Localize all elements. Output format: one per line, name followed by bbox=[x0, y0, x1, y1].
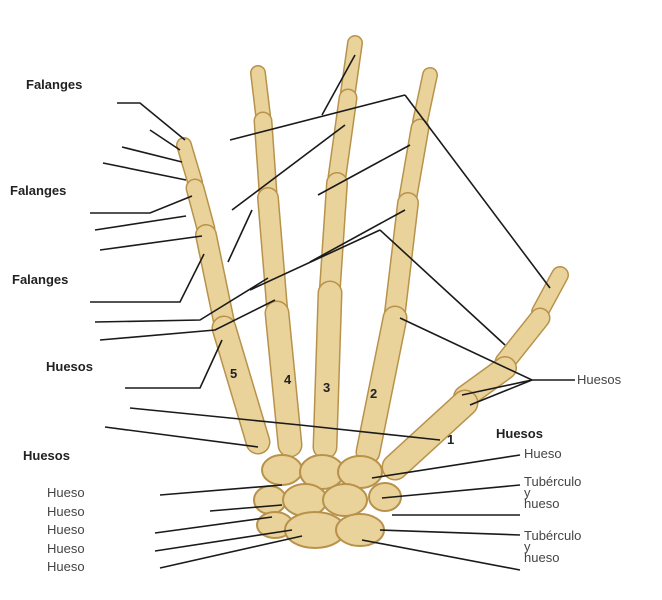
metacarpal-number-1: 1 bbox=[447, 432, 455, 447]
leader-line bbox=[121, 146, 183, 163]
leader-line bbox=[227, 209, 253, 263]
text-y: y bbox=[524, 485, 531, 500]
leader-line bbox=[404, 94, 551, 289]
middle-bone-segment bbox=[320, 173, 347, 297]
label-huesos-sesamoideos: Huesos bbox=[577, 372, 622, 387]
leader-line bbox=[371, 454, 521, 479]
leader-line bbox=[159, 535, 303, 569]
leader-line bbox=[469, 379, 533, 406]
leader-line bbox=[461, 379, 533, 396]
leader-line bbox=[125, 339, 223, 389]
label-hueso-5: Hueso bbox=[47, 559, 85, 574]
index-bone-segment bbox=[400, 120, 428, 205]
text-hueso: hueso bbox=[524, 550, 560, 565]
label-hueso-right: Hueso bbox=[524, 446, 562, 461]
index-bone-segment bbox=[413, 68, 437, 129]
little-bone-segment bbox=[177, 138, 202, 189]
text-hueso: hueso bbox=[524, 496, 560, 511]
leader-line bbox=[309, 209, 406, 263]
carpal-bone bbox=[335, 513, 385, 547]
leader-line bbox=[90, 253, 205, 303]
leader-line bbox=[159, 484, 283, 496]
leader-line bbox=[94, 215, 187, 231]
thumb-bone-segment bbox=[532, 267, 568, 320]
leader-line bbox=[149, 129, 181, 151]
text-y: y bbox=[524, 539, 531, 554]
leader-line bbox=[154, 529, 293, 552]
leader-line bbox=[379, 229, 506, 346]
leader-line bbox=[102, 162, 187, 181]
index-bone-segment bbox=[385, 193, 418, 322]
metacarpal-number-2: 2 bbox=[370, 386, 378, 401]
label-tuberculo-1: Tubérculo y hueso bbox=[524, 474, 582, 511]
leader-line bbox=[231, 124, 346, 211]
ring-bone-segment bbox=[258, 188, 287, 317]
label-hueso-3: Hueso bbox=[47, 522, 85, 537]
middle-bone-segment bbox=[314, 282, 341, 458]
label-falanges-distal: Falanges bbox=[12, 272, 69, 287]
leader-line bbox=[229, 94, 406, 141]
label-huesos-carpo-right: Huesos bbox=[496, 426, 543, 441]
carpal-bone bbox=[253, 485, 287, 515]
leader-line bbox=[99, 235, 203, 251]
label-falanges-middle: Falanges bbox=[10, 183, 67, 198]
metacarpal-number-4: 4 bbox=[284, 372, 292, 387]
leader-line bbox=[379, 529, 521, 536]
carpal-bone bbox=[322, 483, 368, 517]
label-hueso-4: Hueso bbox=[47, 541, 85, 556]
index-bone-segment bbox=[357, 307, 406, 463]
leader-line bbox=[117, 102, 186, 141]
leader-line bbox=[99, 299, 276, 341]
text-tuberculo: Tubérculo bbox=[524, 474, 582, 489]
leader-line bbox=[249, 229, 381, 291]
leader-line bbox=[94, 277, 269, 323]
metacarpal-number-3: 3 bbox=[323, 380, 331, 395]
carpal-bone bbox=[282, 483, 328, 517]
little-bone-segment bbox=[196, 225, 234, 332]
ring-bone-segment bbox=[251, 66, 270, 122]
leader-line bbox=[129, 407, 441, 441]
leader-line bbox=[361, 539, 521, 571]
leader-line bbox=[154, 516, 273, 534]
label-huesos-carpo-left: Huesos bbox=[23, 448, 70, 463]
label-tuberculo-2: Tubérculo y hueso bbox=[524, 528, 582, 565]
thumb-bone-segment bbox=[383, 391, 477, 479]
little-bone-segment bbox=[187, 180, 214, 237]
leader-line bbox=[381, 484, 521, 499]
bones bbox=[176, 35, 569, 481]
leader-line bbox=[321, 54, 356, 116]
metacarpal-number-5: 5 bbox=[230, 366, 238, 381]
label-huesos-metacarpianos: Huesos bbox=[46, 359, 93, 374]
text-tuberculo: Tubérculo bbox=[524, 528, 582, 543]
middle-bone-segment bbox=[329, 90, 356, 185]
thumb-bone-segment bbox=[496, 309, 549, 371]
leader-line bbox=[317, 144, 411, 196]
middle-bone-segment bbox=[341, 36, 362, 99]
label-hueso-2: Hueso bbox=[47, 504, 85, 519]
leader-lines bbox=[90, 54, 575, 571]
little-bone-segment bbox=[213, 317, 269, 453]
leader-line bbox=[104, 426, 259, 448]
leader-line bbox=[90, 195, 193, 214]
label-hueso-1: Hueso bbox=[47, 485, 85, 500]
carpal-bone bbox=[261, 454, 303, 486]
label-falanges-proximal: Falanges bbox=[26, 77, 83, 92]
carpal-bones bbox=[253, 454, 402, 549]
ring-bone-segment bbox=[255, 113, 276, 200]
leader-line bbox=[209, 504, 283, 512]
